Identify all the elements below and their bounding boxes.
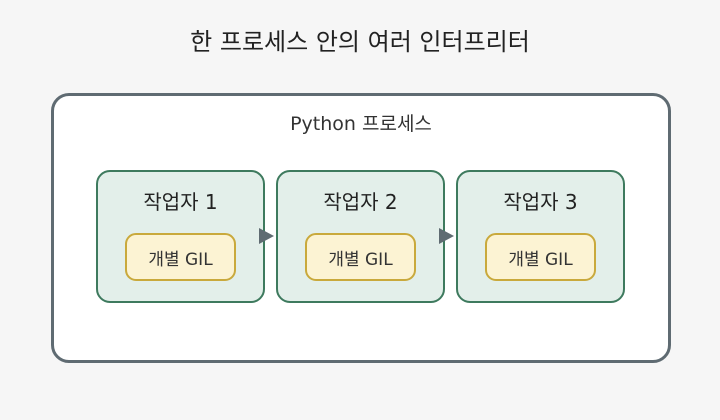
worker-title-3: 작업자 3: [503, 190, 578, 214]
arrow-worker-2-to-3: [439, 228, 454, 244]
gil-box-1: 개별 GIL: [125, 233, 236, 281]
gil-box-3: 개별 GIL: [485, 233, 596, 281]
worker-box-2: 작업자 2 개별 GIL: [276, 170, 445, 303]
arrow-worker-1-to-2: [259, 228, 274, 244]
diagram-title: 한 프로세스 안의 여러 인터프리터: [190, 28, 530, 56]
worker-box-3: 작업자 3 개별 GIL: [456, 170, 625, 303]
gil-box-2: 개별 GIL: [305, 233, 416, 281]
worker-title-1: 작업자 1: [143, 190, 218, 214]
worker-title-2: 작업자 2: [323, 190, 398, 214]
python-process-label: Python 프로세스: [290, 113, 432, 135]
